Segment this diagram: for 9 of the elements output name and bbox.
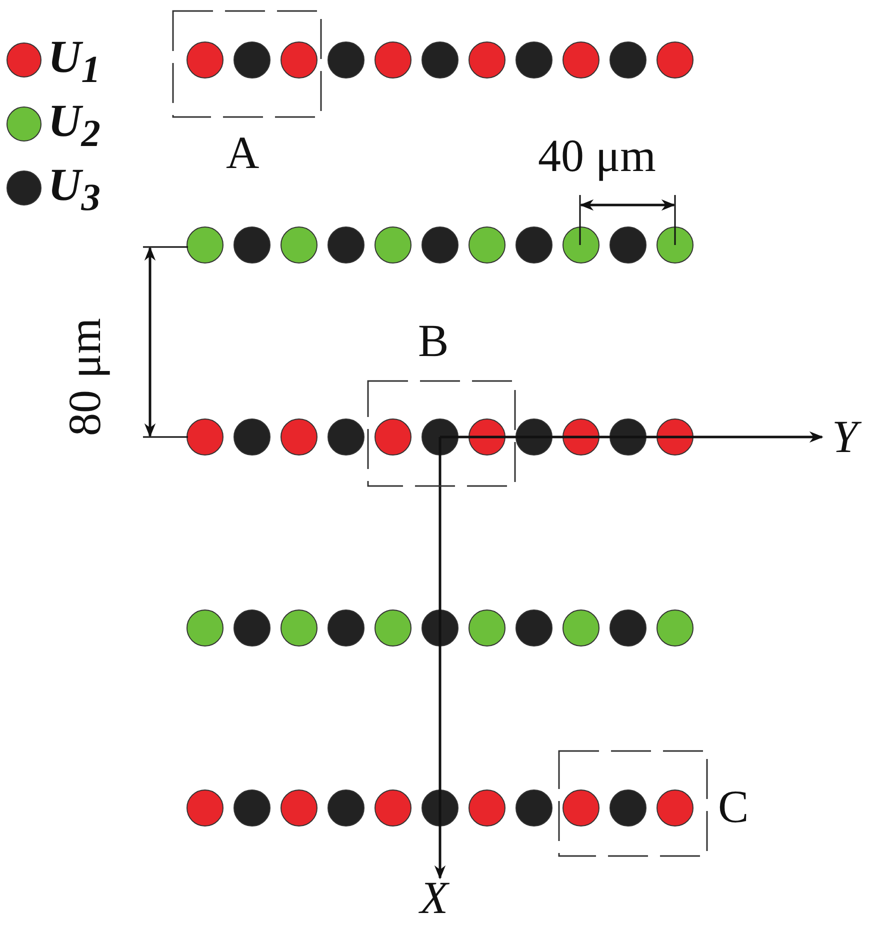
legend-label: U$_{2}$ <box>48 98 100 154</box>
region-label: A <box>226 130 260 176</box>
region-label: B <box>418 318 449 364</box>
dimension-label: 80 μm <box>62 318 108 436</box>
dimension-label: 40 μm <box>538 133 656 179</box>
legend-label: U$_{3}$ <box>48 162 100 218</box>
axis-label: X <box>420 875 448 921</box>
region-label: C <box>718 784 749 830</box>
legend-label: U$_{1}$ <box>48 34 100 90</box>
